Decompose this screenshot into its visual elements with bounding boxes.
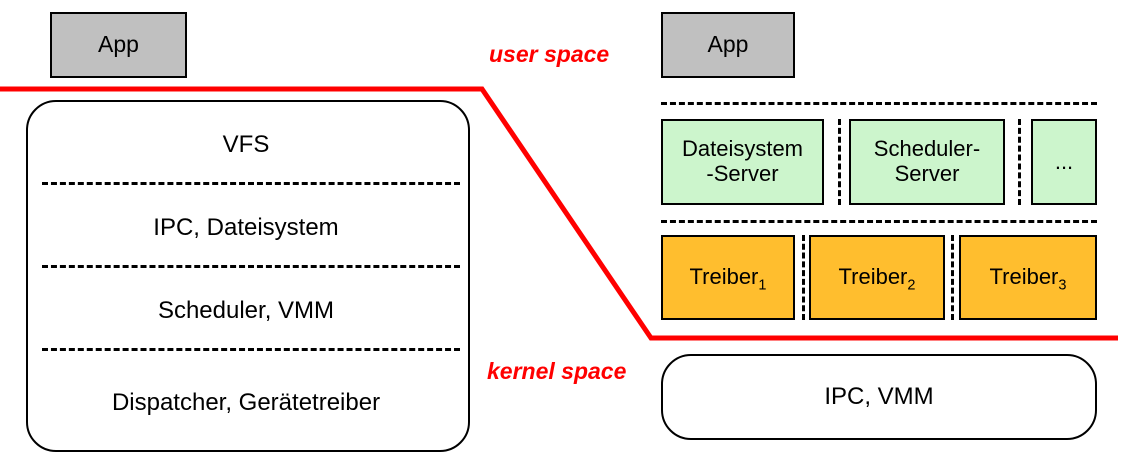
driver-box-1-label: Treiber1 [689, 264, 767, 292]
monolithic-separator-3 [42, 348, 460, 351]
user-space-label: user space [489, 41, 610, 67]
server-box-scheduler-label: Scheduler- Server [874, 137, 980, 186]
server-box-more-label: ... [1054, 148, 1074, 174]
driver-box-1-name: Treiber [689, 264, 759, 290]
monolithic-separator-1 [42, 182, 460, 185]
server-box-dateisystem-line1: Dateisystem [681, 136, 804, 162]
driver-box-3: Treiber3 [959, 235, 1097, 320]
driver-box-1-index: 1 [758, 277, 767, 294]
server-separator-2 [1018, 119, 1021, 205]
right-app-box: App [661, 12, 795, 78]
server-box-dateisystem-label: Dateisystem -Server [682, 137, 803, 186]
monolithic-layer-vfs: VFS [26, 120, 466, 170]
monolithic-separator-2 [42, 265, 460, 268]
kernel-space-label: kernel space [487, 358, 627, 384]
driver-box-2-index: 2 [907, 277, 916, 294]
left-app-box: App [50, 12, 187, 78]
server-zone-top-separator [661, 102, 1097, 105]
monolithic-layer-vfs-label: VFS [222, 131, 270, 158]
server-zone-bottom-separator [661, 220, 1097, 223]
server-box-dateisystem-line2: -Server [706, 161, 779, 186]
driver-box-3-label: Treiber3 [989, 264, 1067, 292]
monolithic-layer-scheduler-vmm-label: Scheduler, VMM [157, 297, 335, 324]
driver-box-2: Treiber2 [809, 235, 945, 320]
driver-separator-1 [802, 235, 805, 320]
server-box-more: ... [1031, 119, 1097, 205]
monolithic-layer-ipc-fs-label: IPC, Dateisystem [153, 214, 339, 241]
monolithic-layer-scheduler-vmm: Scheduler, VMM [26, 286, 466, 336]
server-box-scheduler: Scheduler- Server [849, 119, 1005, 205]
driver-box-3-name: Treiber [989, 264, 1059, 290]
microkernel-box: IPC, VMM [661, 354, 1097, 440]
monolithic-layer-dispatcher-drivers-label: Dispatcher, Gerätetreiber [111, 389, 381, 416]
driver-box-1: Treiber1 [661, 235, 795, 320]
driver-box-2-label: Treiber2 [838, 264, 916, 292]
left-app-label: App [98, 31, 139, 58]
driver-box-3-index: 3 [1058, 277, 1067, 294]
server-box-scheduler-line1: Scheduler- [873, 136, 981, 162]
server-separator-1 [838, 119, 841, 205]
right-app-label: App [707, 31, 749, 58]
microkernel-label: IPC, VMM [824, 382, 934, 410]
driver-box-2-name: Treiber [838, 264, 908, 290]
monolithic-layer-ipc-fs: IPC, Dateisystem [26, 203, 466, 253]
driver-separator-2 [951, 235, 954, 320]
server-box-scheduler-line2: Server [894, 161, 960, 186]
monolithic-layer-dispatcher-drivers: Dispatcher, Gerätetreiber [26, 378, 466, 428]
server-box-dateisystem: Dateisystem -Server [661, 119, 824, 205]
